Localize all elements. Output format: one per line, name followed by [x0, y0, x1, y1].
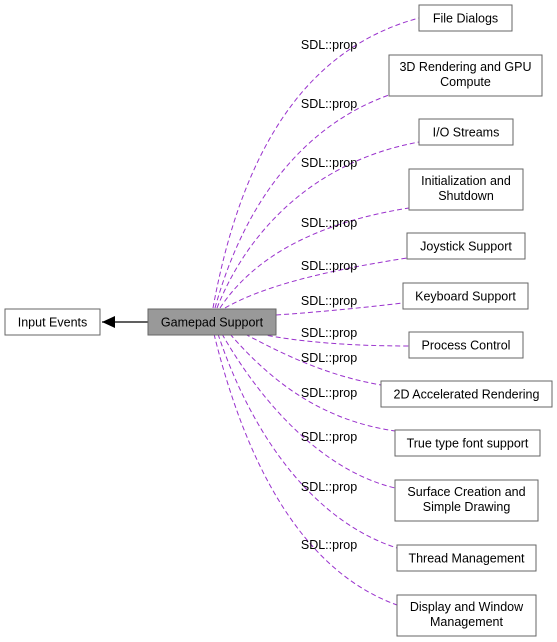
edge-label: SDL::prop — [301, 430, 357, 444]
edge-display-window — [213, 333, 398, 606]
node-label: Gamepad Support — [161, 316, 264, 330]
edge-true-type-font — [229, 333, 396, 432]
node-initialization-shutdown[interactable]: Initialization and Shutdown — [408, 168, 524, 211]
edge-file-dialogs — [212, 17, 420, 309]
node-label: 3D Rendering and GPU — [399, 60, 531, 74]
edge-label: SDL::prop — [301, 156, 357, 170]
node-joystick-support[interactable]: Joystick Support — [406, 232, 526, 260]
node-gamepad-support: Gamepad Support — [147, 308, 277, 336]
node-label: Keyboard Support — [415, 290, 516, 304]
node-label: Shutdown — [438, 189, 494, 203]
edge-label: SDL::prop — [301, 97, 357, 111]
edge-2d-rendering — [244, 333, 382, 386]
edge-label: SDL::prop — [301, 38, 357, 52]
edge-label: SDL::prop — [301, 294, 357, 308]
node-label: Simple Drawing — [423, 500, 511, 514]
node-file-dialogs[interactable]: File Dialogs — [418, 4, 513, 32]
node-label: I/O Streams — [433, 126, 500, 140]
node-label: File Dialogs — [433, 12, 498, 26]
node-label: 2D Accelerated Rendering — [394, 388, 540, 402]
edge-joystick — [224, 257, 408, 309]
node-label: True type font support — [407, 437, 529, 451]
node-io-streams[interactable]: I/O Streams — [418, 118, 514, 146]
edge-label: SDL::prop — [301, 216, 357, 230]
node-true-type-font-support[interactable]: True type font support — [394, 429, 541, 457]
node-keyboard-support[interactable]: Keyboard Support — [402, 282, 529, 310]
edge-label: SDL::prop — [301, 480, 357, 494]
node-2d-accelerated-rendering[interactable]: 2D Accelerated Rendering — [380, 380, 553, 408]
edge-label: SDL::prop — [301, 326, 357, 340]
node-display-window-management[interactable]: Display and Window Management — [396, 594, 537, 637]
edge-process-control — [259, 333, 410, 347]
node-label: Compute — [440, 75, 491, 89]
node-label: Joystick Support — [420, 240, 512, 254]
edge-3d-rendering — [214, 94, 390, 309]
edge-label: SDL::prop — [301, 259, 357, 273]
edge-label: SDL::prop — [301, 386, 357, 400]
edge-surface-creation — [221, 333, 396, 489]
node-3d-rendering-gpu-compute[interactable]: 3D Rendering and GPU Compute — [388, 54, 543, 97]
node-label: Initialization and — [421, 174, 511, 188]
edge-keyboard — [275, 302, 404, 316]
dependency-edges — [212, 17, 420, 606]
node-surface-creation[interactable]: Surface Creation and Simple Drawing — [394, 479, 539, 522]
node-input-events[interactable]: Input Events — [4, 308, 101, 336]
node-label: Display and Window — [410, 600, 524, 614]
edge-label: SDL::prop — [301, 538, 357, 552]
node-label: Input Events — [18, 316, 88, 330]
node-process-control[interactable]: Process Control — [408, 331, 524, 359]
edge-io-streams — [216, 141, 420, 309]
node-label: Thread Management — [408, 552, 525, 566]
edge-labels: SDL::prop SDL::prop SDL::prop SDL::prop … — [301, 38, 357, 552]
node-thread-management[interactable]: Thread Management — [396, 544, 537, 572]
node-label: Surface Creation and — [407, 485, 525, 499]
node-label: Process Control — [422, 339, 511, 353]
edge-label: SDL::prop — [301, 351, 357, 365]
node-label: Management — [430, 615, 503, 629]
edge-initialization — [219, 207, 410, 309]
